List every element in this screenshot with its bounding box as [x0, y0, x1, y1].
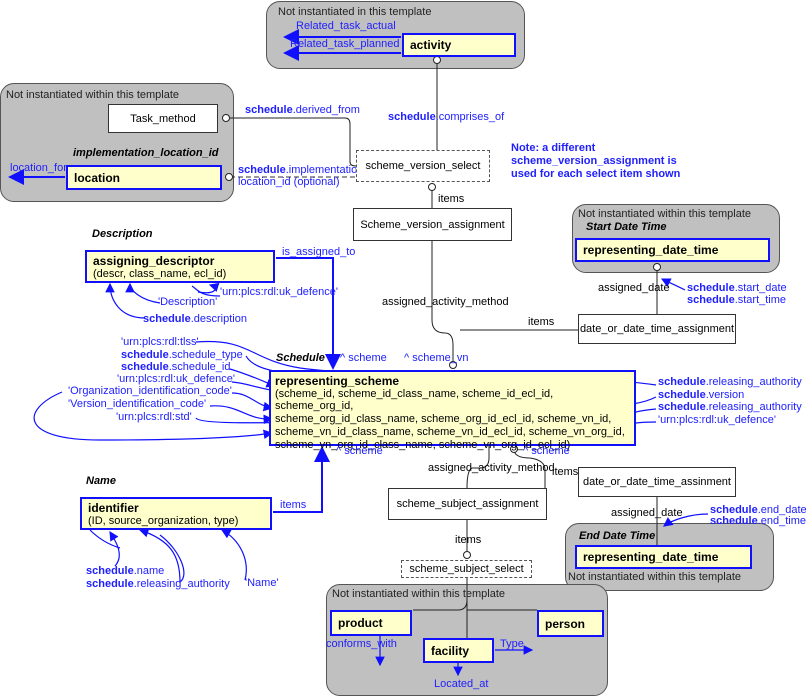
- assigned-date-label: assigned_date: [598, 282, 670, 294]
- task-method-entity[interactable]: Task_method: [108, 104, 218, 133]
- person-entity[interactable]: person: [537, 610, 604, 637]
- group-title: Not instantiated within this template: [332, 588, 506, 600]
- related-task-planned-label: Related_task_planned: [290, 38, 400, 50]
- assigned-date-label: assigned_date: [611, 507, 683, 519]
- identifier-value: schedule.releasing_authority: [86, 578, 230, 590]
- group-title: Not instantiated within this template: [568, 571, 742, 583]
- group-title: Not instantiated within this template: [6, 89, 180, 101]
- representing-scheme-entity[interactable]: representing_scheme (scheme_id, scheme_i…: [269, 370, 636, 451]
- scheme-version-assignment-entity[interactable]: Scheme_version_assignment: [353, 208, 512, 241]
- end-date-time-label: End Date Time: [579, 530, 656, 542]
- implementation-location-id-label: implementation_location_id: [73, 147, 219, 159]
- comprises-of-label: schedule.comprises_of: [388, 111, 505, 123]
- schedule-label: Schedule: [276, 352, 325, 364]
- identifier-value: schedule.name: [86, 565, 165, 577]
- product-entity[interactable]: product: [330, 610, 412, 636]
- entity-attributes: (scheme_id, scheme_id_class_name, scheme…: [275, 387, 554, 413]
- location-for-label: location_for: [10, 162, 67, 174]
- scheme-subject-select[interactable]: scheme_subject_select: [401, 560, 532, 578]
- descriptor-value: 'Description': [158, 296, 218, 308]
- left-value: schedule.schedule_type: [121, 349, 243, 361]
- activity-entity[interactable]: activity: [402, 33, 516, 57]
- entity-attributes: scheme_org_id_class_name, scheme_org_id_…: [275, 413, 612, 426]
- left-value: 'Version_identification_code': [68, 398, 207, 410]
- entity-attributes: scheme_vn_id_class_name, scheme_vn_id_ec…: [275, 425, 625, 438]
- identifier-entity[interactable]: identifier(ID, source_organization, type…: [80, 497, 272, 530]
- scheme-label: ^ scheme: [523, 445, 570, 457]
- right-value: schedule.version: [658, 389, 745, 401]
- scheme-label: ^ scheme: [340, 352, 387, 364]
- assigning-descriptor-entity[interactable]: assigning_descriptor(descr, class_name, …: [85, 250, 275, 283]
- right-value: 'urn:plcs:rdl:uk_defence': [658, 414, 776, 426]
- group-title: Not instantiated in this template: [278, 6, 432, 18]
- is-assigned-to-label: is_assigned_to: [282, 246, 356, 258]
- scheme-label: ^ scheme: [336, 445, 383, 457]
- conforms-with-label: conforms_with: [326, 638, 397, 650]
- description-label: Description: [92, 228, 153, 240]
- left-value: 'urn:plcs:rdl:uk_defence': [117, 373, 235, 385]
- implementation-location-label: schedule.implementation_location_id (opt…: [238, 164, 370, 188]
- right-value: schedule.releasing_authority: [658, 401, 802, 413]
- left-value: 'urn:plcs:rdl:tlss': [121, 336, 199, 348]
- entity-name: assigning_descriptor: [93, 254, 215, 268]
- start-date-time-label: Start Date Time: [586, 221, 667, 233]
- assigned-activity-method-label: assigned_activity_method: [428, 462, 555, 474]
- left-value: schedule.schedule_id: [121, 361, 231, 373]
- date-or-date-time-assignment-entity[interactable]: date_or_date_time_assignment: [578, 314, 736, 344]
- left-value: 'urn:plcs:rdl:std': [116, 411, 192, 423]
- identifier-value: 'Name': [245, 577, 279, 589]
- start-representing-date-time[interactable]: representing_date_time: [575, 238, 770, 262]
- left-value: 'Organization_identification_code': [68, 385, 232, 397]
- items-label: items: [528, 316, 555, 328]
- entity-attributes: (descr, class_name, ecl_id): [93, 268, 227, 280]
- located-at-label: Located_at: [434, 678, 489, 690]
- items-label: items: [280, 499, 307, 511]
- entity-attributes: scheme_vn_org_id_class_name, scheme_vn_o…: [275, 438, 571, 451]
- end-representing-date-time[interactable]: representing_date_time: [575, 545, 752, 569]
- derived-from-label: schedule.derived_from: [245, 104, 360, 116]
- type-label: Type: [500, 638, 524, 650]
- right-value: schedule.releasing_authority: [658, 376, 802, 388]
- location-entity[interactable]: location: [66, 165, 222, 190]
- items-label: items: [438, 193, 465, 205]
- descriptor-value: schedule.description: [143, 313, 247, 325]
- items-label: items: [552, 466, 579, 478]
- entity-name: identifier: [88, 501, 139, 515]
- scheme-subject-assignment-entity[interactable]: scheme_subject_assignment: [388, 488, 547, 520]
- entity-name: representing_scheme: [275, 374, 400, 388]
- assigned-activity-method-label: assigned_activity_method: [382, 296, 509, 308]
- name-label: Name: [86, 475, 116, 487]
- scheme-vn-label: ^ scheme_vn: [404, 352, 469, 364]
- descriptor-value: 'urn:plcs:rdl:uk_defence': [220, 286, 338, 298]
- entity-label: scheme_version_select: [365, 160, 481, 172]
- group-title: Not instantiated within this template: [578, 208, 752, 220]
- related-task-actual-label: Related_task_actual: [296, 20, 396, 32]
- entity-attributes: (ID, source_organization, type): [88, 515, 239, 527]
- date-or-date-time-assignment-entity[interactable]: date_or_date_time_assinment: [578, 467, 736, 497]
- entity-label: scheme_subject_select: [409, 563, 524, 575]
- facility-entity[interactable]: facility: [423, 638, 494, 663]
- scheme-version-select[interactable]: scheme_version_select: [356, 150, 490, 182]
- items-label: items: [455, 534, 482, 546]
